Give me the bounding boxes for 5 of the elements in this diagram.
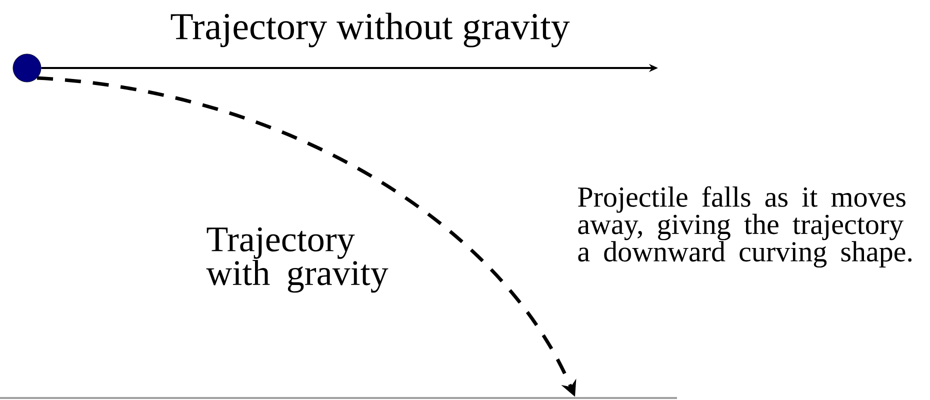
edge-label: Trajectory without gravity <box>170 12 570 48</box>
note-text: Projectile falls as it moves away, giving the trajectory a downward curving shape. <box>578 186 912 268</box>
edge-label: Trajectory with gravity <box>206 227 388 293</box>
ground-line <box>0 397 677 399</box>
ball <box>12 54 42 82</box>
